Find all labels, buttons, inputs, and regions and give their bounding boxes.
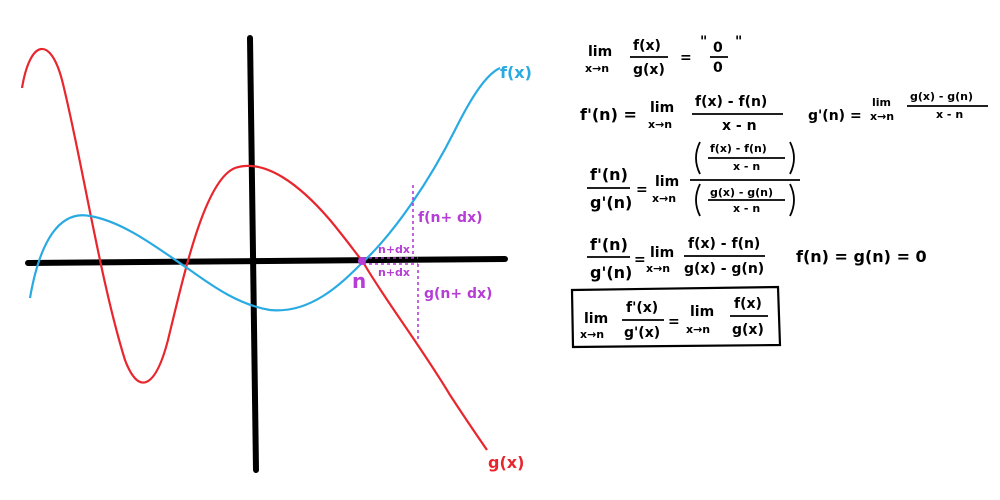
lim: lim	[588, 44, 612, 60]
eq3-inner-bot-num: g(x) - g(n)	[710, 186, 773, 199]
g-curve-label: g(x)	[488, 453, 524, 472]
fprime-lhs: f'(n) =	[580, 105, 637, 124]
eq5-right-num: f(x)	[734, 296, 762, 312]
f-n-plus-dx-label: f(n+ dx)	[418, 210, 483, 226]
lim: lim	[872, 96, 891, 109]
eq1-num: f(x)	[633, 38, 661, 54]
gprime-lhs: g'(n) =	[808, 108, 862, 124]
f-curve	[28, 67, 501, 312]
eq3-inner-top-den: x - n	[733, 160, 760, 173]
g-n-plus-dx-label: g(n+ dx)	[424, 286, 492, 302]
equations: lim x→n f(x) g(x) = " 0 0 " f'(n) = lim …	[570, 34, 988, 349]
intersection-point	[358, 257, 366, 265]
lim: lim	[650, 100, 674, 116]
x-to-n: x→n	[652, 192, 676, 205]
eq3-lhs-den: g'(n)	[590, 193, 632, 212]
lim: lim	[655, 174, 679, 190]
svg-text:": "	[735, 34, 742, 50]
eq4-rhs-num: f(x) - f(n)	[688, 236, 760, 252]
eq1-rhs-num: 0	[713, 40, 723, 56]
svg-text:=: =	[680, 50, 692, 66]
x-to-n: x→n	[585, 62, 609, 75]
graph: f(x) g(x) n f(n+ dx) g(n+ dx) n+dx n+dx	[20, 35, 532, 473]
equation-5-boxed: lim x→n f'(x) g'(x) = lim x→n f(x) g(x)	[570, 285, 782, 349]
eq5-left-den: g'(x)	[624, 325, 660, 341]
eq5-left-num: f'(x)	[626, 300, 658, 316]
x-to-n: x→n	[646, 262, 670, 275]
equation-2: f'(n) = lim x→n f(x) - f(n) x - n g'(n) …	[580, 90, 988, 134]
y-axis	[247, 35, 259, 473]
lim: lim	[650, 245, 674, 261]
lim: lim	[690, 304, 714, 320]
svg-text:=: =	[636, 182, 648, 198]
x-to-n: x→n	[686, 323, 710, 336]
eq1-den: g(x)	[633, 62, 665, 78]
eq1-rhs-den: 0	[713, 60, 723, 76]
x-axis	[25, 256, 508, 266]
dx-construction	[363, 185, 419, 342]
x-to-n: x→n	[648, 118, 672, 131]
eq4-condition: f(n) = g(n) = 0	[796, 247, 927, 266]
g-curve	[20, 47, 488, 451]
equation-1: lim x→n f(x) g(x) = " 0 0 "	[585, 34, 742, 78]
eq5-right-den: g(x)	[732, 322, 764, 338]
lim: lim	[584, 311, 608, 327]
fprime-num: f(x) - f(n)	[695, 94, 767, 110]
fprime-den: x - n	[722, 118, 757, 134]
eq4-lhs-num: f'(n)	[590, 235, 628, 254]
n-plus-dx-upper: n+dx	[378, 243, 410, 256]
eq4-rhs-den: g(x) - g(n)	[684, 261, 764, 277]
gprime-num: g(x) - g(n)	[910, 90, 973, 103]
eq3-lhs-num: f'(n)	[590, 165, 628, 184]
equation-4: f'(n) g'(n) = lim x→n f(x) - f(n) g(x) -…	[587, 235, 927, 282]
f-curve-label: f(x)	[500, 63, 532, 82]
gprime-den: x - n	[936, 108, 963, 121]
svg-text:": "	[700, 34, 707, 50]
svg-text:=: =	[668, 314, 680, 330]
eq4-lhs-den: g'(n)	[590, 263, 632, 282]
svg-text:=: =	[634, 252, 646, 268]
x-to-n: x→n	[870, 110, 894, 123]
eq3-inner-bot-den: x - n	[733, 202, 760, 215]
equation-3: f'(n) g'(n) = lim x→n f(x) - f(n) x - n …	[587, 141, 800, 217]
n-plus-dx-lower: n+dx	[378, 266, 410, 279]
n-label: n	[352, 269, 366, 293]
eq3-inner-top-num: f(x) - f(n)	[710, 142, 767, 155]
x-to-n: x→n	[580, 328, 604, 341]
